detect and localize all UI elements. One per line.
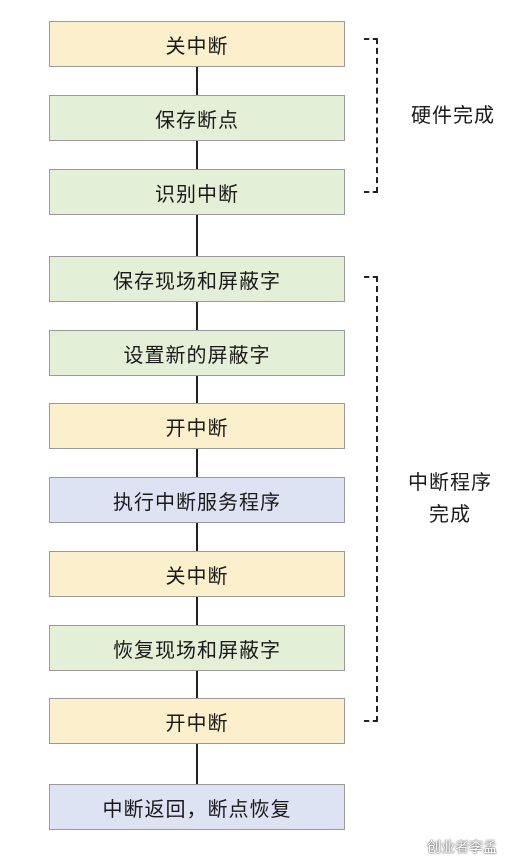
hardware-group-label-line1: 硬件完成: [411, 103, 495, 127]
hardware-group-bracket: [364, 38, 378, 193]
step-restore-context-mask: 恢复现场和屏蔽字: [49, 625, 345, 671]
step-identify-interrupt: 识别中断: [49, 169, 345, 215]
hardware-group-label: 硬件完成: [398, 99, 508, 131]
step-interrupt-return: 中断返回，断点恢复: [49, 784, 345, 830]
step-disable-interrupt-2: 关中断: [49, 551, 345, 597]
software-group-label-line1: 中断程序: [408, 470, 492, 494]
step-set-new-mask: 设置新的屏蔽字: [49, 330, 345, 376]
software-group-label-line2: 完成: [429, 502, 471, 526]
step-disable-interrupt-1: 关中断: [49, 21, 345, 67]
step-enable-interrupt-1: 开中断: [49, 403, 345, 449]
step-save-breakpoint: 保存断点: [49, 95, 345, 141]
step-execute-isr: 执行中断服务程序: [49, 477, 345, 523]
software-group-bracket: [364, 276, 378, 722]
step-enable-interrupt-2: 开中断: [49, 698, 345, 744]
software-group-label: 中断程序 完成: [392, 466, 508, 530]
step-save-context-mask: 保存现场和屏蔽字: [49, 256, 345, 302]
watermark: 创业者李孟: [427, 840, 497, 856]
